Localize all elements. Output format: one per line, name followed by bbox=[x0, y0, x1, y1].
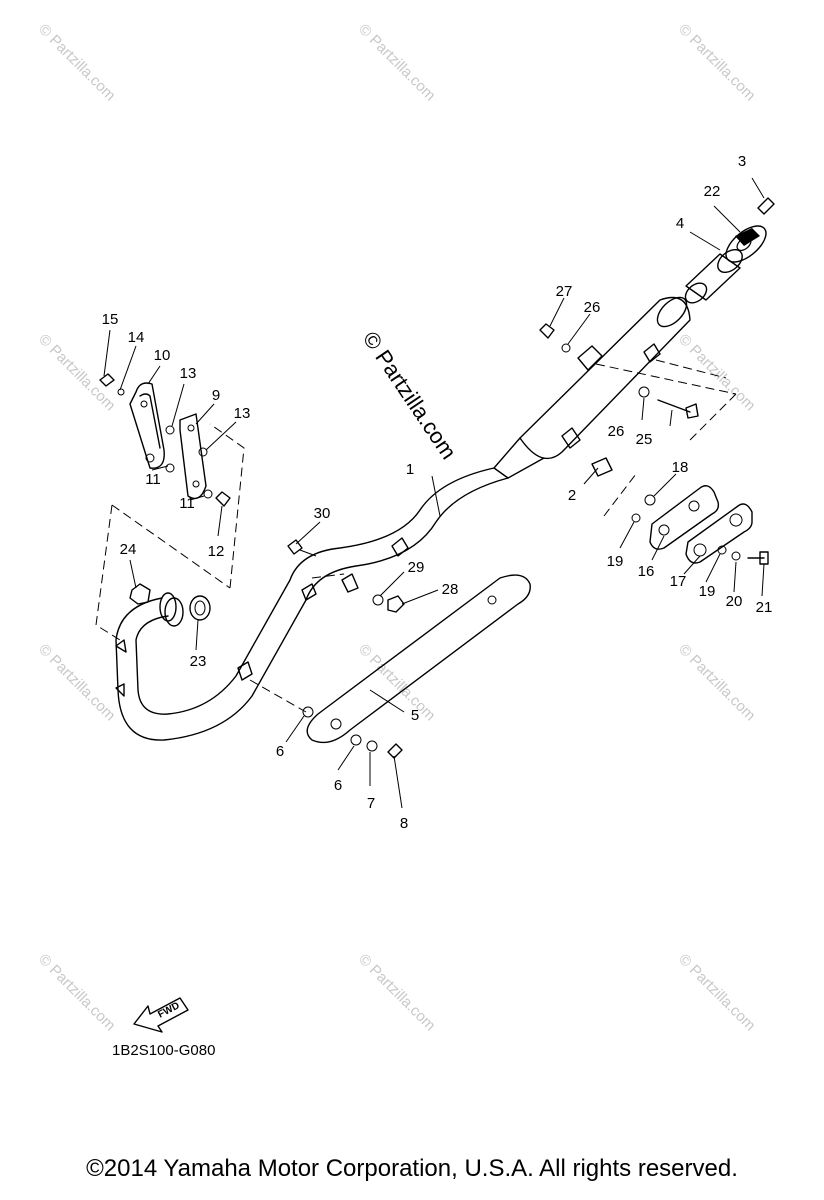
watermark: © Partzilla.com bbox=[355, 21, 438, 104]
callout-11a: 11 bbox=[145, 471, 161, 488]
hardware-right bbox=[631, 494, 769, 565]
callout-17: 17 bbox=[670, 573, 687, 590]
callout-23: 23 bbox=[190, 653, 207, 670]
fwd-arrow-icon: FWD bbox=[133, 997, 189, 1033]
copyright-notice: ©2014 Yamaha Motor Corporation, U.S.A. A… bbox=[86, 1155, 738, 1182]
callout-3: 3 bbox=[738, 153, 746, 170]
callout-16: 16 bbox=[638, 563, 655, 580]
callout-21: 21 bbox=[756, 599, 773, 616]
callout-5: 5 bbox=[411, 707, 419, 724]
callout-18: 18 bbox=[672, 459, 689, 476]
callout-30: 30 bbox=[314, 505, 331, 522]
exhaust-pipe bbox=[115, 467, 509, 741]
watermark: © Partzilla.com bbox=[35, 21, 118, 104]
callout-22: 22 bbox=[704, 183, 721, 200]
callout-2: 2 bbox=[568, 487, 576, 504]
watermarks: © Partzilla.com © Partzilla.com © Partzi… bbox=[35, 21, 758, 1034]
gasket-23 bbox=[164, 595, 211, 627]
bolt-30 bbox=[287, 539, 317, 557]
callout-11b: 11 bbox=[179, 495, 195, 512]
end-cap bbox=[725, 225, 767, 263]
callout-6a: 6 bbox=[276, 743, 284, 760]
watermark: © Partzilla.com bbox=[35, 951, 118, 1034]
callout-28: 28 bbox=[442, 581, 459, 598]
callout-9: 9 bbox=[212, 387, 220, 404]
fwd-label: FWD bbox=[156, 1000, 181, 1020]
callout-1: 1 bbox=[406, 461, 414, 478]
bracket-16 bbox=[649, 485, 720, 550]
callout-20: 20 bbox=[726, 593, 743, 610]
leader-lines bbox=[103, 177, 765, 809]
tail-pipe bbox=[684, 248, 743, 304]
callout-12: 12 bbox=[208, 543, 225, 560]
watermark-center: © Partzilla.com bbox=[358, 327, 462, 464]
watermark: © Partzilla.com bbox=[35, 641, 118, 724]
reference-lines bbox=[95, 359, 737, 713]
muffler-bracket-hardware bbox=[539, 323, 699, 477]
callout-13b: 13 bbox=[234, 405, 251, 422]
diagram-code: 1B2S100-G080 bbox=[112, 1042, 215, 1059]
watermark: © Partzilla.com bbox=[355, 641, 438, 724]
nut-28 bbox=[387, 595, 405, 613]
callouts: 1 2 3 4 5 6 6 7 8 9 10 11 11 12 13 13 14… bbox=[102, 153, 773, 832]
bracket-5 bbox=[306, 574, 531, 744]
hardware-left bbox=[99, 373, 231, 507]
bracket-17 bbox=[685, 503, 753, 564]
protector-10 bbox=[129, 382, 165, 469]
callout-26b: 26 bbox=[608, 423, 625, 440]
hardware-lower bbox=[302, 706, 403, 759]
callout-10: 10 bbox=[154, 347, 171, 364]
callout-26a: 26 bbox=[584, 299, 601, 316]
watermark: © Partzilla.com bbox=[675, 951, 758, 1034]
nut-24 bbox=[129, 583, 151, 605]
watermark: © Partzilla.com bbox=[35, 331, 118, 414]
watermark: © Partzilla.com bbox=[675, 21, 758, 104]
callout-25: 25 bbox=[636, 431, 653, 448]
callout-4: 4 bbox=[676, 215, 684, 232]
washer-29 bbox=[372, 594, 384, 606]
callout-8: 8 bbox=[400, 815, 408, 832]
watermark: © Partzilla.com bbox=[355, 951, 438, 1034]
callout-19b: 19 bbox=[699, 583, 716, 600]
watermark: © Partzilla.com bbox=[675, 331, 758, 414]
callout-19a: 19 bbox=[607, 553, 624, 570]
callout-14: 14 bbox=[128, 329, 145, 346]
bolt-3 bbox=[757, 197, 775, 215]
callout-27: 27 bbox=[556, 283, 573, 300]
callout-24: 24 bbox=[120, 541, 137, 558]
callout-7: 7 bbox=[367, 795, 375, 812]
callout-15: 15 bbox=[102, 311, 119, 328]
callout-13a: 13 bbox=[180, 365, 197, 382]
watermark: © Partzilla.com bbox=[675, 641, 758, 724]
muffler bbox=[493, 296, 691, 479]
callout-29: 29 bbox=[408, 559, 425, 576]
callout-6b: 6 bbox=[334, 777, 342, 794]
